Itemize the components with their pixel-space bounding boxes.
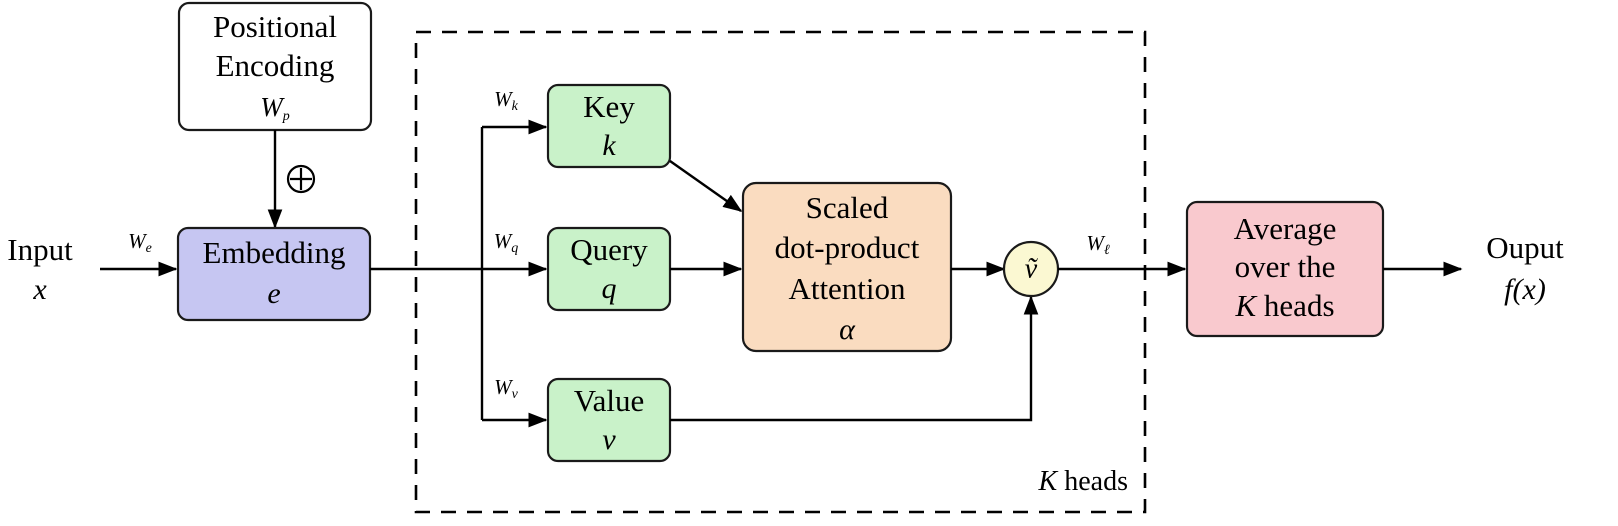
value-label: Value [574,383,645,418]
vtilde-symbol: ṽ [1025,253,1039,284]
embedding-box[interactable] [176,226,372,322]
edge-label-wq: Wq [494,229,519,256]
attention-symbol: α [839,313,856,346]
average-label-line1: Average [1234,211,1337,246]
average-label-line2: over the [1235,249,1336,284]
edge-label-wk: Wk [494,87,519,114]
key-box[interactable] [546,83,672,169]
edge-label-wv: Wv [494,375,519,402]
query-symbol: q [602,272,617,305]
key-symbol: k [602,129,616,162]
positional-encoding-label-line1: Positional [213,9,337,44]
average-label-line3: K heads [1234,288,1334,323]
attention-label-line3: Attention [788,271,906,306]
k-heads-caption: K heads [1038,466,1128,497]
positional-encoding-symbol: Wp [260,92,290,124]
output-word-label: Ouput [1486,230,1564,265]
input-word-label: Input [7,232,73,267]
query-label: Query [570,232,648,267]
edge-label-wl: Wℓ [1086,231,1110,258]
edge-label-we: We [128,229,152,256]
value-to-vtilde-arrow [670,295,1039,422]
attention-box[interactable] [741,181,953,353]
attention-label-line2: dot-product [775,230,920,265]
embedding-symbol: e [267,277,280,310]
positional-encoding-label-line2: Encoding [216,48,335,83]
attention-label-line1: Scaled [806,190,889,225]
embedding-label: Embedding [203,235,346,270]
input-symbol-label: x [32,273,47,306]
value-symbol: v [602,423,616,456]
key-to-attention-arrow [669,160,743,212]
k-heads-dashed-frame [414,30,1147,514]
output-symbol-label: f(x) [1504,273,1546,306]
key-label: Key [583,89,635,124]
